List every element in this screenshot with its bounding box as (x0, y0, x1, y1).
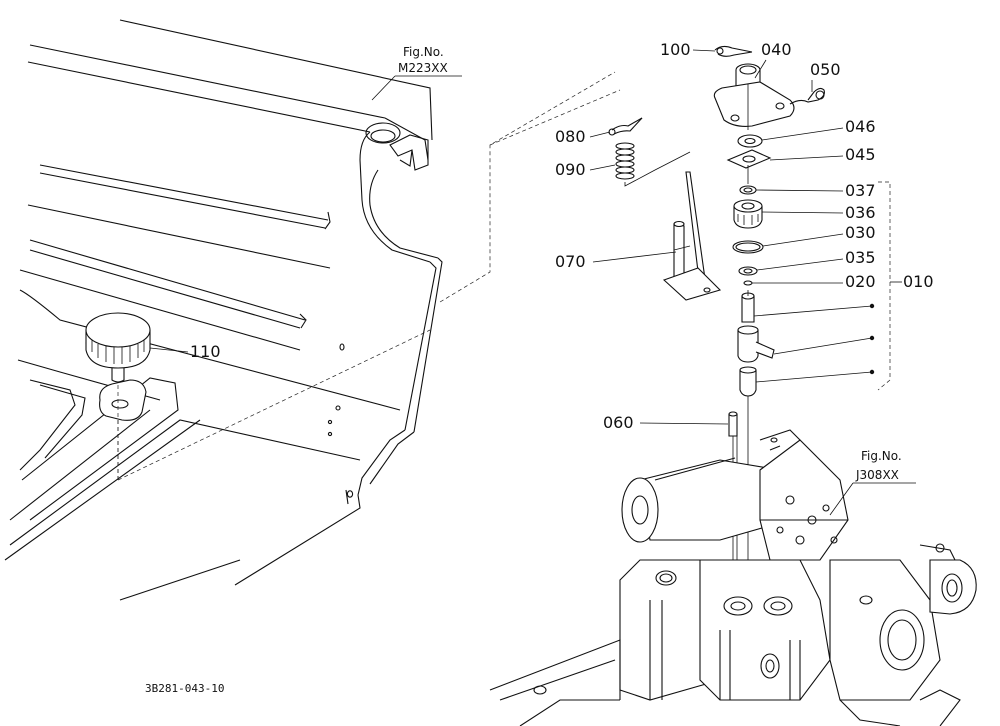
knob-110 (85, 312, 151, 480)
fig-ref-top-label: Fig.No. (403, 45, 444, 59)
part-label-070: 070 (555, 252, 586, 271)
panel-frame (4, 19, 443, 601)
nut-037 (739, 185, 757, 195)
part-label-046: 046 (845, 117, 876, 136)
plate-045 (726, 149, 772, 169)
part-label-080: 080 (555, 127, 586, 146)
part-label-100: 100 (660, 40, 691, 59)
washer-046 (737, 134, 763, 148)
pin-060 (728, 411, 738, 437)
lever-rod-070 (662, 171, 722, 301)
part-label-036: 036 (845, 203, 876, 222)
drawing-code: 3B281-043-10 (145, 682, 224, 695)
part-label-037: 037 (845, 181, 876, 200)
lever-plate-040 (713, 63, 795, 127)
part-label-060: 060 (603, 413, 634, 432)
fig-ref-bottom-label: Fig.No. (861, 449, 902, 463)
fig-ref-top-number: M223XX (398, 61, 448, 75)
group-bracket-010 (753, 181, 891, 391)
spring-090 (615, 142, 691, 187)
valve-housing (489, 429, 977, 726)
shaft-upper (741, 292, 755, 323)
part-label-050: 050 (810, 60, 841, 79)
part-label-010: 010 (903, 272, 934, 291)
fig-ref-bottom-number: J308XX (855, 468, 899, 482)
bushing-036 (733, 199, 763, 229)
part-label-090: 090 (555, 160, 586, 179)
fig-ref-top: Fig.No. M223XX (371, 45, 462, 101)
clip-050 (789, 87, 825, 105)
part-labels: 100 040 050 046 080 045 090 037 036 030 … (149, 40, 934, 432)
snap-pin-100 (714, 45, 753, 57)
o-ring-030 (732, 240, 764, 254)
part-label-110: 110 (190, 342, 221, 361)
washer-035 (738, 266, 758, 276)
shaft-joint (737, 325, 775, 363)
part-label-020: 020 (845, 272, 876, 291)
part-label-035: 035 (845, 248, 876, 267)
part-label-045: 045 (845, 145, 876, 164)
part-label-030: 030 (845, 223, 876, 242)
pin-080 (608, 117, 643, 136)
fig-ref-bottom: Fig.No. J308XX (829, 449, 916, 516)
ring-020 (743, 280, 753, 286)
part-label-040: 040 (761, 40, 792, 59)
shaft-lower (739, 366, 757, 397)
phantom-lines (117, 71, 621, 481)
